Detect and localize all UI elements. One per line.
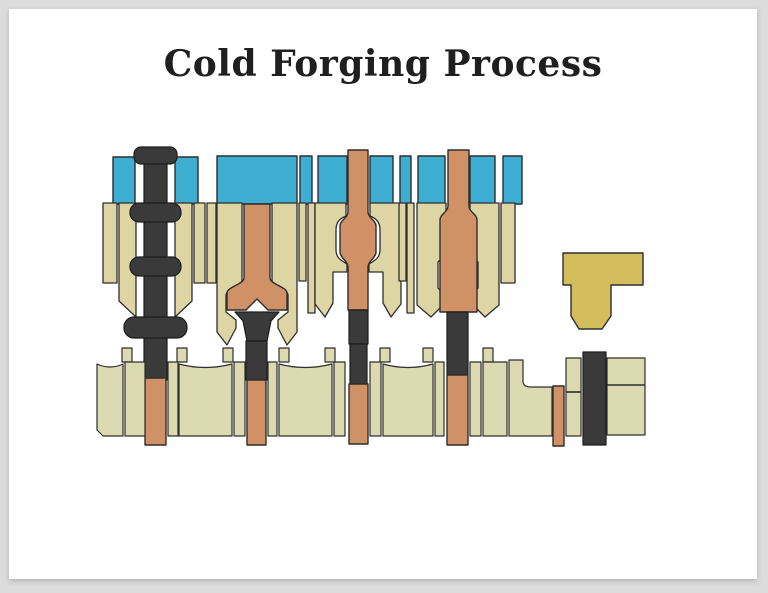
die-block [193,202,206,284]
die-block [406,202,415,314]
top-plate [502,155,523,205]
die-block [565,357,582,437]
punch [439,149,478,313]
press-top-plate-row [112,155,523,205]
punch-shank [349,343,368,385]
die-block [333,361,346,437]
bottom-die-pegs [121,347,494,363]
die-block [124,361,146,437]
die-block [96,363,124,437]
billet-slug [446,374,469,446]
finished-part [562,252,644,330]
top-plate [417,155,446,205]
bottom-die-row [96,359,553,437]
die-block [368,202,402,318]
top-plate [317,155,348,205]
die-block [606,357,646,436]
cutoff-bar [582,351,607,446]
top-plate [112,156,136,205]
billet-slug [348,383,369,445]
top-plate [216,155,298,205]
die-block [469,361,482,437]
die-block [233,361,246,437]
station-2-extrusion-punch [206,202,298,446]
die-block [369,361,382,437]
die-peg [176,347,188,363]
cutoff-station [552,351,646,447]
die-block [216,202,243,346]
top-plate [469,155,496,205]
punch-tip [234,311,280,342]
die-peg [324,347,336,363]
die-block [206,202,217,284]
punch-shank [446,311,469,376]
billet-slug [144,377,167,446]
die-block-stepped [508,359,553,437]
rod-collar [129,202,182,223]
die-peg [278,347,290,363]
die-block [102,202,118,284]
die-peg [422,347,434,363]
die-block [398,202,407,282]
station-3-necking-punch [314,149,402,445]
die-block [382,363,434,437]
die-block [178,363,233,437]
billet-slug [246,379,267,446]
die-block [267,361,278,437]
rod-collar [123,316,188,339]
page-title: Cold Forging Process [163,43,603,85]
rod-collar [129,256,182,277]
die-peg [482,347,494,363]
die-block [434,361,445,437]
die-block [482,361,508,437]
die-block [167,361,179,437]
punch-shank [348,309,369,345]
die-peg [222,347,234,363]
station-1-ejector-rod [102,146,206,446]
rod-head [133,146,178,165]
top-plate [299,155,313,205]
billet-strip [552,385,565,447]
top-plate [174,156,199,205]
top-plate [399,155,412,205]
die-block [307,202,316,314]
station-4-finishing-punch [416,149,516,446]
die-block [500,202,516,284]
die-peg [121,347,133,363]
die-block [271,202,298,346]
punch-shank [245,340,268,381]
die-block [298,202,307,282]
die-peg [379,347,391,363]
die-block [174,202,193,318]
die-block [278,363,333,437]
punch [226,203,288,311]
die-block [314,202,348,318]
top-plate [369,155,394,205]
